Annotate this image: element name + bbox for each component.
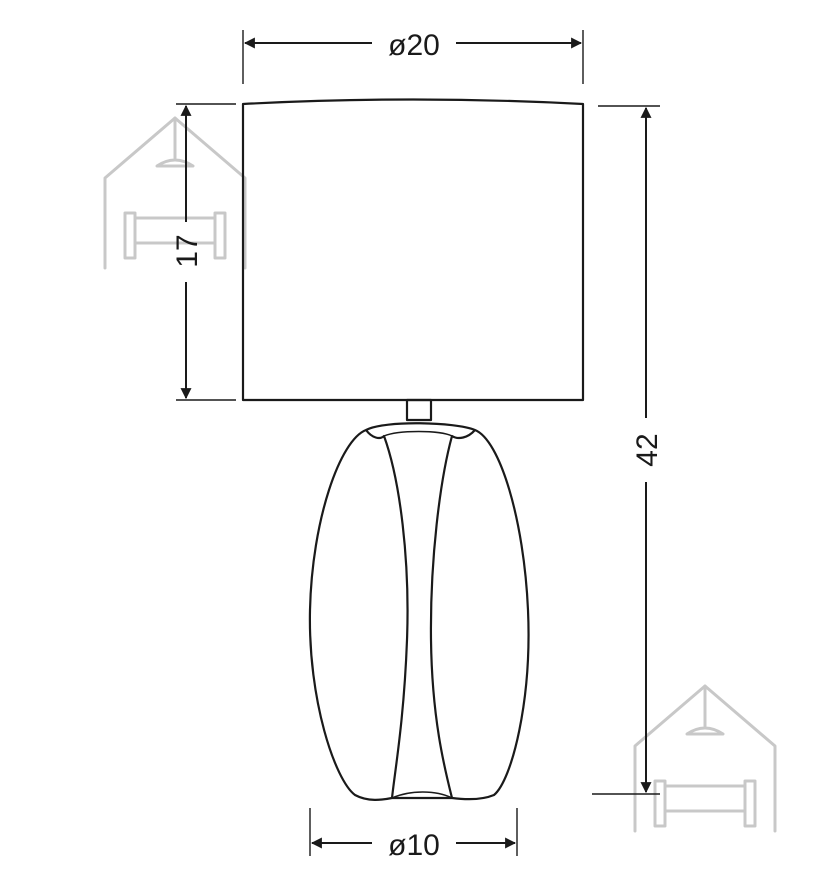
label-shade-diameter: ø20 [388, 29, 440, 62]
dimension-shade-diameter: ø20 [242, 29, 584, 84]
label-shade-height: 17 [171, 234, 204, 267]
label-total-height: 42 [631, 433, 664, 466]
lamp-shade [241, 98, 585, 402]
dimension-shade-height: 17 [171, 103, 236, 401]
watermark-house-icon-top [103, 116, 247, 270]
lamp-neck [405, 398, 433, 422]
lamp-base [308, 422, 530, 801]
dimension-base-diameter: ø10 [309, 808, 518, 862]
dimension-total-height: 42 [592, 105, 664, 795]
label-base-diameter: ø10 [388, 829, 440, 862]
watermark-house-icon-bottom [633, 684, 777, 833]
